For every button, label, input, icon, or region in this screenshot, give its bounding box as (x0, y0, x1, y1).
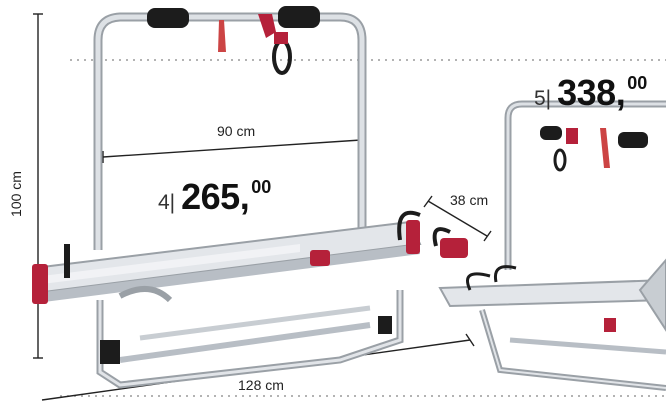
height-dimension-line (33, 13, 43, 359)
grip-right-icon (278, 6, 320, 28)
depth-dimension-line (423, 195, 492, 242)
bike-carrier-small (438, 100, 666, 391)
width-top-label: 90 cm (217, 123, 256, 139)
depth-label: 38 cm (450, 192, 489, 208)
rail-endcap-left-icon (32, 264, 48, 304)
height-label: 100 cm (8, 171, 24, 217)
product-number: 4| (158, 191, 176, 214)
width-bottom-label: 128 cm (238, 377, 284, 393)
grip-left-icon (147, 8, 189, 28)
bike-carrier-large (32, 6, 468, 389)
frame-clamp-icon (272, 39, 292, 75)
price-tag-5: 5| 338, 00 (534, 72, 647, 114)
product-number: 5| (534, 87, 552, 110)
price-tag-4: 4| 265, 00 (158, 176, 271, 218)
price-main: 265, (181, 176, 250, 217)
price-cents: 00 (627, 73, 648, 93)
price-main: 338, (557, 72, 626, 113)
price-cents: 00 (251, 177, 272, 197)
